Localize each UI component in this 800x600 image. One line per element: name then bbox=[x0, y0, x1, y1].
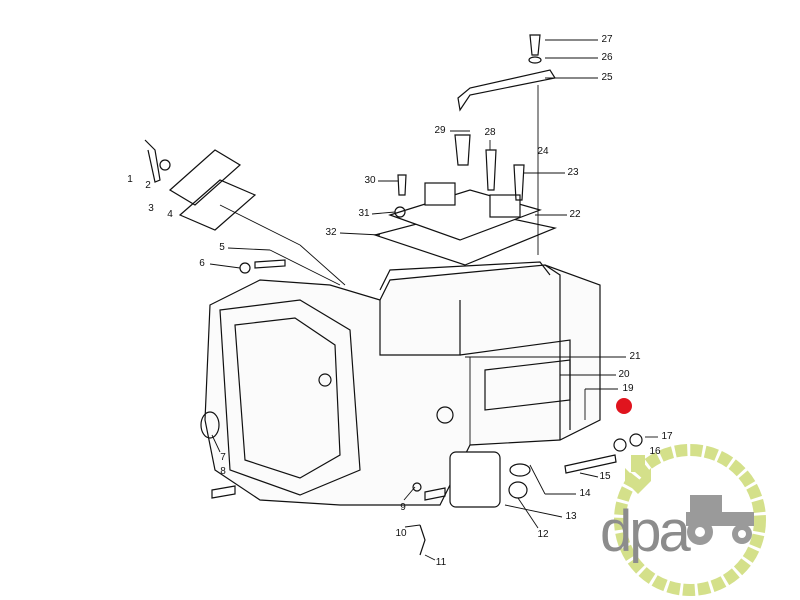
part-label-20: 20 bbox=[618, 369, 630, 380]
part-label-24: 24 bbox=[537, 146, 549, 157]
part-label-8: 8 bbox=[220, 466, 226, 477]
part-label-2: 2 bbox=[145, 180, 151, 191]
part-label-19: 19 bbox=[622, 383, 634, 394]
part-label-13: 13 bbox=[565, 511, 577, 522]
part-label-9: 9 bbox=[400, 502, 406, 513]
part-label-5: 5 bbox=[219, 242, 225, 253]
part-label-16: 16 bbox=[649, 446, 661, 457]
part-label-6: 6 bbox=[199, 258, 205, 269]
part-label-4: 4 bbox=[167, 209, 173, 220]
part-label-22: 22 bbox=[569, 209, 581, 220]
part-label-15: 15 bbox=[599, 471, 611, 482]
part-label-23: 23 bbox=[567, 167, 579, 178]
red-marker-dot bbox=[616, 398, 632, 414]
part-label-11: 11 bbox=[435, 557, 447, 568]
part-label-10: 10 bbox=[395, 528, 407, 539]
part-label-3: 3 bbox=[148, 203, 154, 214]
part-label-28: 28 bbox=[484, 127, 496, 138]
part-label-25: 25 bbox=[601, 72, 613, 83]
part-label-29: 29 bbox=[434, 125, 446, 136]
dpa-logo-text: dpa bbox=[600, 499, 691, 564]
part-label-31: 31 bbox=[358, 208, 370, 219]
part-label-1: 1 bbox=[127, 174, 133, 185]
part-label-21: 21 bbox=[629, 351, 641, 362]
part-label-17: 17 bbox=[661, 431, 673, 442]
part-label-14: 14 bbox=[579, 488, 591, 499]
part-label-7: 7 bbox=[220, 452, 226, 463]
part-label-30: 30 bbox=[364, 175, 376, 186]
part-label-27: 27 bbox=[601, 34, 613, 45]
part-label-32: 32 bbox=[325, 227, 337, 238]
part-label-26: 26 bbox=[601, 52, 613, 63]
part-label-12: 12 bbox=[537, 529, 549, 540]
